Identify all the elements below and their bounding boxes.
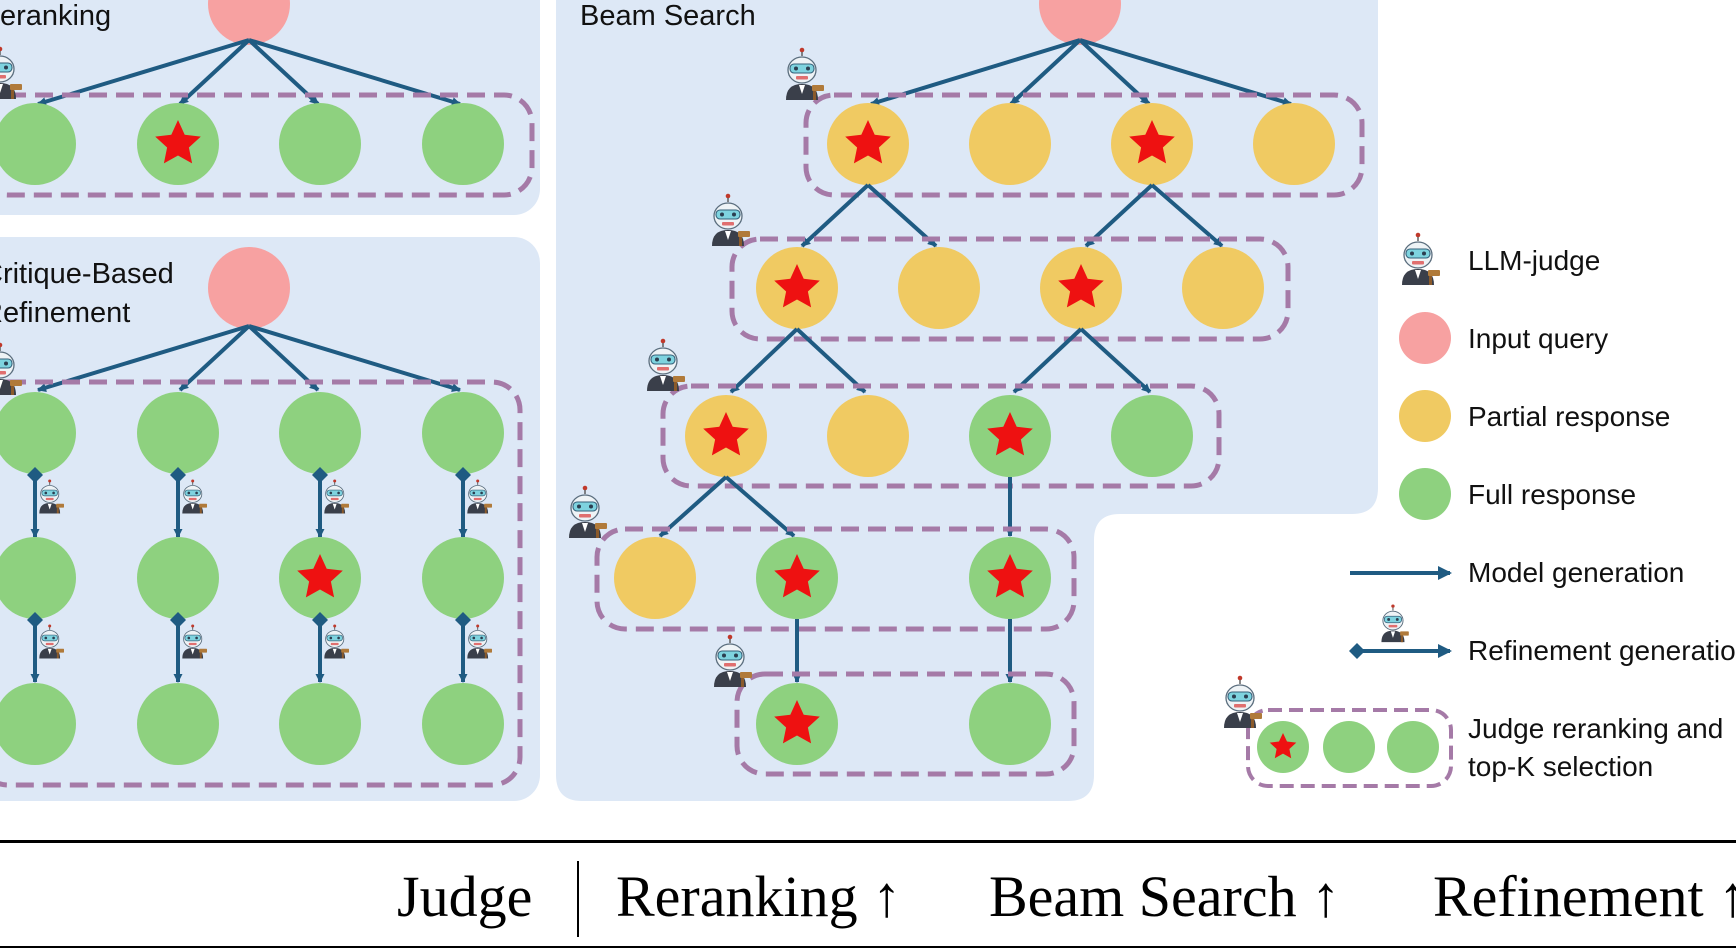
legend-refinement-generation: Refinement generation — [1468, 635, 1736, 666]
legend-partial-response: Partial response — [1468, 401, 1671, 432]
selected-star-icon — [297, 554, 343, 598]
partial-response-node — [1182, 247, 1264, 329]
model-generation-arrow — [795, 327, 867, 394]
full-response-swatch — [1323, 721, 1375, 773]
full-response-node — [1111, 395, 1193, 477]
header-separator — [577, 861, 579, 937]
legend-full-response: Full response — [1468, 479, 1637, 510]
full-response-node — [422, 537, 504, 619]
input-query-node — [208, 247, 290, 329]
selected-star-icon — [987, 554, 1033, 598]
selected-star-icon — [774, 554, 820, 598]
full-response-node — [279, 392, 361, 474]
model-generation-arrow — [1009, 38, 1082, 106]
topk-selection-box — [660, 383, 1222, 489]
partial-response-node — [614, 537, 696, 619]
full-response-node — [137, 537, 219, 619]
reranking-panel — [0, 0, 540, 215]
model-generation-arrow — [248, 324, 461, 392]
full-response-node — [137, 392, 219, 474]
legend-llm-judge: LLM-judge — [1468, 245, 1601, 276]
full-response-node — [0, 103, 76, 185]
model-generation-arrow — [1079, 327, 1152, 394]
full-response-node — [279, 683, 361, 765]
topk-selection-box — [594, 526, 1077, 632]
full-response-node — [0, 392, 76, 474]
full-response-node — [137, 683, 219, 765]
selected-star-icon — [1129, 120, 1175, 164]
selected-stars — [155, 120, 1297, 759]
model-generation-arrow — [658, 475, 728, 538]
topk-selection-box — [803, 92, 1365, 198]
model-generation-arrow — [37, 324, 250, 392]
selected-star-icon — [1058, 264, 1104, 308]
selected-star-icon — [155, 120, 201, 164]
full-response-swatch — [1387, 721, 1439, 773]
topk-selection-box — [734, 671, 1077, 777]
topk-selection-swatch — [1246, 708, 1453, 788]
partial-response-swatch — [1399, 390, 1451, 442]
critique-panel-title-line2: Refinement — [0, 297, 131, 329]
header-judge: Judge — [397, 864, 533, 929]
model-generation-arrow — [724, 475, 796, 538]
model-generation-arrow — [178, 38, 251, 106]
beam-search-panel-title: Beam Search — [580, 0, 756, 32]
legend-model-generation: Model generation — [1468, 557, 1685, 588]
llm-judge-icon — [1223, 675, 1263, 729]
table-header-rule — [0, 946, 1736, 948]
model-generation-arrow — [178, 324, 251, 392]
full-response-node — [969, 683, 1051, 765]
input-query-node — [1039, 0, 1121, 45]
llm-judge-icon — [1380, 604, 1410, 643]
full-response-node — [422, 103, 504, 185]
model-generation-arrow — [1150, 183, 1224, 248]
selected-star-icon — [774, 700, 820, 744]
model-generation-arrow — [1084, 183, 1154, 248]
llm-judge-icon — [1401, 231, 1441, 286]
full-response-node — [0, 683, 76, 765]
critique-refinement-diagram — [0, 247, 523, 788]
input-query-node — [208, 0, 290, 45]
header-reranking: Reranking ↑ — [616, 864, 902, 929]
legend-input-query: Input query — [1468, 323, 1609, 354]
full-response-node — [422, 683, 504, 765]
header-beam-search: Beam Search ↑ — [989, 864, 1341, 929]
topk-selection-box — [729, 236, 1291, 342]
beam-search-panel — [556, 0, 1378, 801]
model-generation-arrow — [866, 183, 938, 248]
full-response-node — [0, 537, 76, 619]
table-top-rule — [0, 840, 1736, 843]
legend-graphics — [1223, 231, 1453, 788]
reranking-panel-title: Reranking — [0, 0, 112, 32]
selected-star-icon — [1269, 733, 1297, 759]
model-generation-arrow — [729, 327, 799, 394]
model-generation-arrow — [247, 324, 320, 392]
header-refinement: Refinement ↑ — [1433, 864, 1736, 929]
selected-star-icon — [774, 264, 820, 308]
critique-panel — [0, 237, 540, 801]
critique-panel-title-line1: Critique-Based — [0, 258, 174, 290]
selected-star-icon — [703, 412, 749, 456]
full-response-swatch — [1399, 468, 1451, 520]
selected-star-icon — [987, 412, 1033, 456]
method-diagram: .edge { stroke: #1f5b82; stroke-width: 4… — [0, 0, 1453, 801]
legend-topk-line2: top-K selection — [1468, 751, 1654, 782]
legend-topk-line1: Judge reranking and — [1468, 713, 1724, 744]
model-generation-arrow — [1012, 327, 1083, 394]
beam-search-diagram — [568, 0, 1365, 777]
partial-response-node — [1253, 103, 1335, 185]
topk-selection-box — [0, 92, 535, 198]
partial-response-node — [827, 395, 909, 477]
full-response-node — [422, 392, 504, 474]
model-generation-arrow — [800, 183, 870, 248]
partial-response-node — [969, 103, 1051, 185]
selected-star-icon — [845, 120, 891, 164]
input-query-swatch — [1399, 312, 1451, 364]
full-response-node — [279, 103, 361, 185]
partial-response-node — [898, 247, 980, 329]
